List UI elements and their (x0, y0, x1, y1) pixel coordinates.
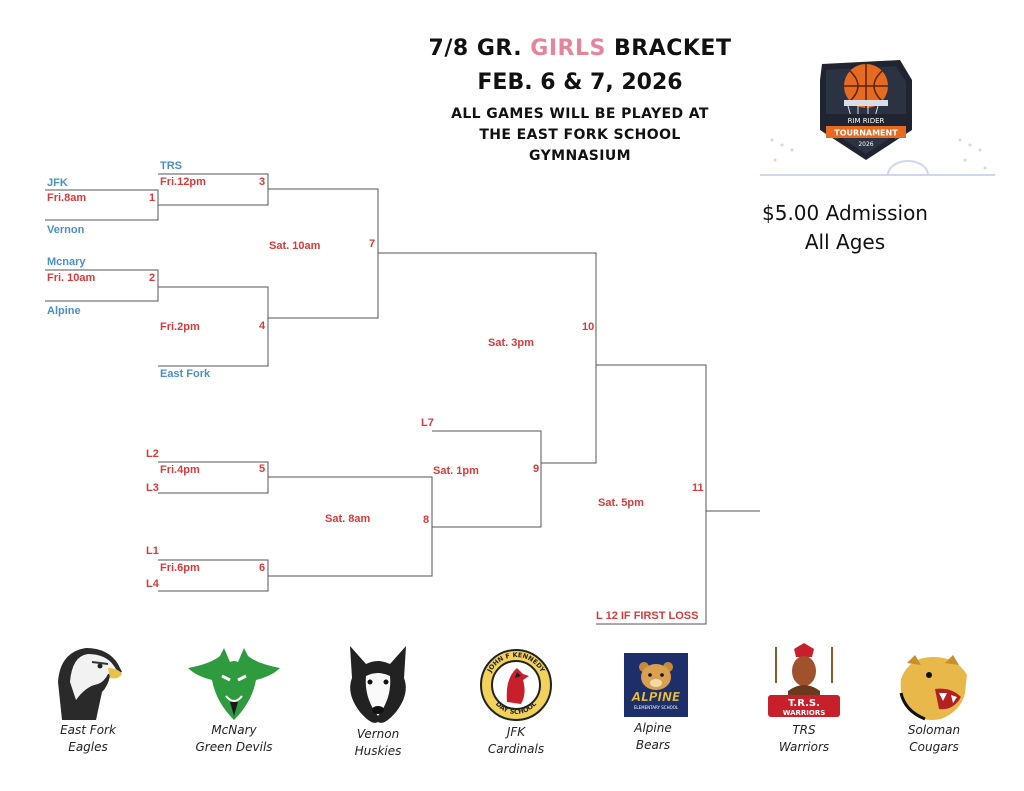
loser-l1: L1 (146, 545, 159, 557)
mascot-east-fork-team: Eagles (68, 740, 108, 754)
mascot-mcnary: McNary Green Devils (174, 722, 294, 756)
game-1-time: Fri.8am (47, 192, 87, 204)
mascot-alpine-team: Bears (635, 738, 671, 752)
cougar-icon (895, 653, 971, 728)
venue-line-1: ALL GAMES WILL BE PLAYED AT (451, 106, 709, 122)
mascot-jfk: JFK Cardinals (456, 724, 576, 758)
bracket-title: 7/8 GR. GIRLS BRACKET (0, 36, 1024, 61)
game-6-number: 6 (259, 562, 266, 574)
game-11-time: Sat. 5pm (598, 497, 644, 509)
alpine-badge-text: ALPINE (631, 690, 681, 704)
mascot-mcnary-name: McNary (211, 723, 257, 737)
game-4-bracket (158, 286, 269, 367)
team-jfk: JFK (47, 177, 68, 189)
warrior-icon: T.R.S. WARRIORS (766, 643, 842, 726)
bear-icon: ALPINE ELEMENTARY SCHOOL (624, 653, 688, 722)
title-prefix: 7/8 GR. (428, 36, 531, 61)
title-suffix: BRACKET (605, 36, 732, 61)
game-4-time: Fri.2pm (160, 321, 200, 333)
game-11-bracket (596, 364, 707, 625)
logo-text-line1: RIM RIDER (848, 117, 885, 125)
mascot-soloman: Soloman Cougars (874, 722, 994, 756)
loser-l4: L4 (146, 578, 159, 590)
mascot-alpine-name: Alpine (634, 721, 672, 735)
logo-text-line2: TOURNAMENT (834, 129, 898, 138)
game-2-bracket (45, 269, 159, 302)
game-8-bracket (268, 476, 433, 577)
mascot-vernon: Vernon Huskies (318, 726, 438, 760)
mascot-vernon-team: Huskies (354, 744, 402, 758)
admission-price: $5.00 Admission (762, 201, 928, 225)
logo-graphic: RIM RIDER TOURNAMENT 2026 (760, 60, 995, 176)
husky-icon (344, 642, 412, 731)
trs-badge-sub: WARRIORS (783, 709, 826, 717)
mascot-soloman-name: Soloman (907, 723, 961, 737)
game-7-time: Sat. 10am (269, 240, 321, 252)
venue-line-2: THE EAST FORK SCHOOL (479, 127, 681, 143)
game-2-time: Fri. 10am (47, 272, 96, 284)
game-8-time: Sat. 8am (325, 513, 371, 525)
game-10-time: Sat. 3pm (488, 337, 534, 349)
team-east-fork: East Fork (160, 368, 211, 380)
cardinal-icon: JOHN F KENNEDY DAY SCHOOL (477, 648, 555, 727)
game-11-number: 11 (692, 482, 704, 494)
team-trs: TRS (160, 160, 182, 172)
title-highlight: GIRLS (530, 36, 606, 61)
game-9-time: Sat. 1pm (433, 465, 479, 477)
mascot-jfk-name: JFK (506, 725, 526, 739)
tournament-dates: FEB. 6 & 7, 2026 (477, 70, 683, 95)
game-9-bracket (432, 430, 542, 528)
green-devil-icon (186, 646, 282, 727)
game-2-number: 2 (149, 272, 156, 284)
logo-text-line3: 2026 (858, 141, 873, 148)
team-alpine: Alpine (47, 305, 81, 317)
mascot-trs-name: TRS (792, 723, 816, 737)
game-10-bracket (378, 252, 597, 464)
loser-l7: L7 (421, 417, 434, 429)
admission-note: All Ages (804, 230, 886, 254)
alpine-badge-sub: ELEMENTARY SCHOOL (634, 705, 679, 710)
mascot-east-fork-name: East Fork (60, 723, 116, 737)
game-4-number: 4 (259, 320, 266, 332)
mascot-jfk-team: Cardinals (487, 742, 545, 756)
mascot-alpine: Alpine Bears (593, 720, 713, 754)
game-8-number: 8 (423, 514, 430, 526)
mascot-trs: TRS Warriors (744, 722, 864, 756)
game-7-bracket (268, 188, 379, 319)
mascot-trs-team: Warriors (778, 740, 830, 754)
mascot-soloman-team: Cougars (909, 740, 959, 754)
mascot-east-fork: East Fork Eagles (28, 722, 148, 756)
game-6-time: Fri.6pm (160, 562, 200, 574)
game-9-number: 9 (533, 463, 540, 475)
game-3-time: Fri.12pm (160, 176, 206, 188)
team-mcnary: Mcnary (47, 256, 86, 268)
loser-l12: L 12 IF FIRST LOSS (596, 610, 699, 622)
trs-badge-text: T.R.S. (788, 698, 820, 709)
game-5-time: Fri.4pm (160, 464, 200, 476)
team-vernon: Vernon (47, 224, 85, 236)
game-7-number: 7 (369, 238, 376, 250)
eagle-icon (52, 642, 124, 727)
game-10-number: 10 (582, 321, 595, 333)
game-1-number: 1 (149, 192, 156, 204)
mascot-mcnary-team: Green Devils (195, 740, 273, 754)
loser-l3: L3 (146, 482, 159, 494)
rim-rider-logo: RIM RIDER TOURNAMENT 2026 (760, 50, 995, 182)
venue-line-3: GYMNASIUM (529, 148, 631, 164)
game-3-number: 3 (259, 176, 266, 188)
loser-l2: L2 (146, 448, 159, 460)
game-5-number: 5 (259, 463, 266, 475)
mascot-vernon-name: Vernon (356, 727, 400, 741)
